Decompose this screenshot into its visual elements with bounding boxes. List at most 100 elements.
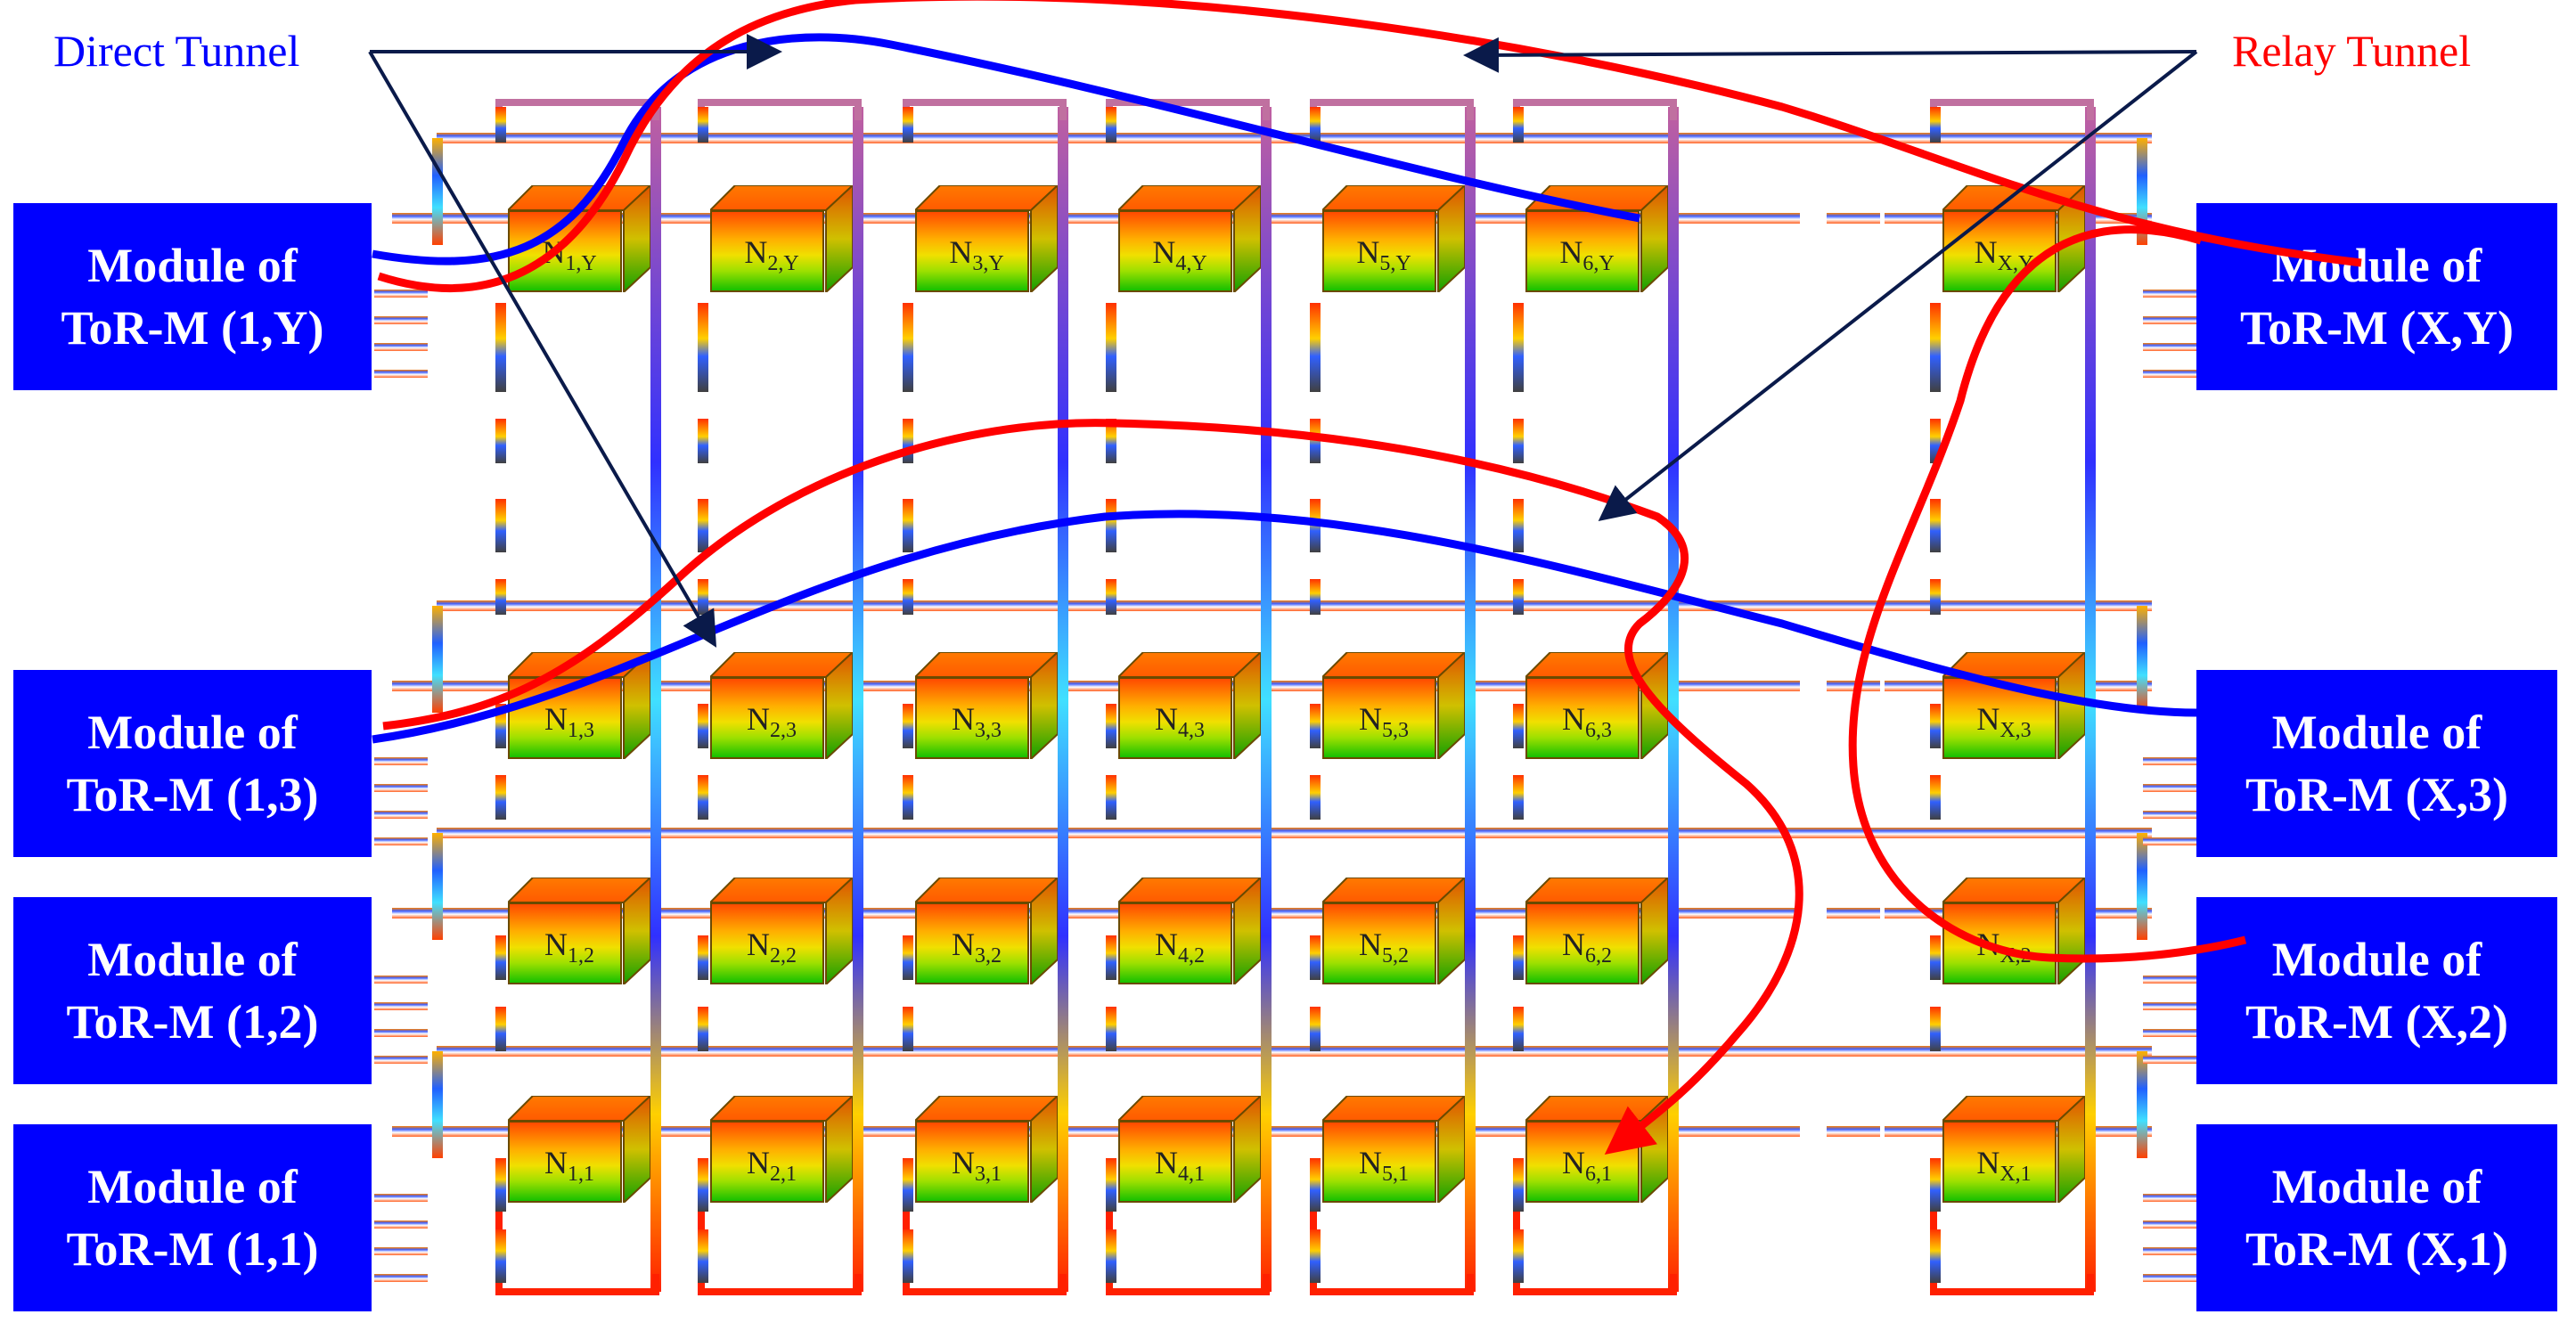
node-cube-faces — [508, 185, 650, 292]
node-side-face — [1030, 185, 1058, 292]
node-side-face — [1030, 652, 1058, 759]
node-letter: N — [952, 1145, 975, 1180]
node-5-3: N5,3 — [1322, 652, 1465, 759]
node-letter: N — [544, 1145, 568, 1180]
node-letter: N — [1152, 234, 1176, 270]
node-3-3: N3,3 — [915, 652, 1058, 759]
node-2-Y: N2,Y — [710, 185, 853, 292]
node-label: N4,2 — [1127, 926, 1232, 968]
vertical-dash-connector — [1106, 775, 1116, 820]
bus-left-stub — [432, 833, 443, 940]
vertical-dash-connector — [1310, 419, 1321, 463]
node-3-2: N3,2 — [915, 878, 1058, 984]
node-front-face — [1322, 902, 1436, 984]
module-stub — [2143, 976, 2196, 984]
node-label: N1,3 — [517, 700, 622, 743]
module-id-line: ToR-M (X,Y) — [2240, 301, 2514, 355]
node-side-face — [2057, 652, 2085, 759]
bus-right-stub — [2137, 606, 2147, 713]
node-cube-faces — [710, 652, 853, 759]
bus-left-stub — [432, 1051, 443, 1158]
vertical-dash-connector — [495, 1007, 506, 1051]
node-label: N1,1 — [517, 1144, 622, 1187]
node-front-face — [1118, 902, 1232, 984]
vertical-dash-connector — [698, 499, 708, 552]
relay-label-arrow-left — [1463, 37, 2197, 73]
vertical-dash-connector — [698, 419, 708, 463]
vertical-dash-connector — [1310, 775, 1321, 820]
node-letter: N — [1974, 234, 1998, 270]
vertical-dash-connector — [1930, 1007, 1941, 1051]
bus-dash — [1666, 213, 1720, 224]
node-label: N3,Y — [924, 233, 1029, 276]
node-front-face — [1525, 902, 1640, 984]
vertical-dash-connector — [1310, 704, 1321, 748]
direct-label-arrow-down — [368, 50, 717, 648]
node-cube-faces — [710, 878, 853, 984]
vertical-column-line — [853, 107, 863, 1292]
vertical-dash-connector — [1513, 107, 1524, 143]
module-title-line: Module of — [2271, 1160, 2482, 1213]
node-letter: N — [952, 701, 975, 737]
vertical-dash-connector — [903, 1229, 913, 1283]
vertical-dash-connector — [1106, 303, 1116, 392]
node-label: N4,3 — [1127, 700, 1232, 743]
relay-label-arrow-down — [1598, 50, 2198, 521]
vertical-dash-connector — [1310, 935, 1321, 980]
vertical-dash-connector — [1930, 1158, 1941, 1212]
module-stub — [374, 1274, 428, 1282]
module-stub — [2143, 1274, 2196, 1282]
vertical-dash-connector — [903, 1158, 913, 1212]
node-front-face — [1118, 677, 1232, 759]
node-5-1: N5,1 — [1322, 1096, 1465, 1203]
bus-left-stub — [432, 606, 443, 713]
node-front-face — [915, 210, 1029, 292]
vertical-dash-connector — [1513, 935, 1524, 980]
node-subscript: 3,3 — [975, 719, 1002, 742]
node-side-face — [825, 1096, 853, 1203]
node-cube-faces — [1118, 1096, 1261, 1203]
vertical-dash-connector — [1930, 1229, 1941, 1283]
vertical-dash-connector — [698, 935, 708, 980]
node-cube-faces — [710, 185, 853, 292]
node-side-face — [1233, 1096, 1261, 1203]
node-front-face — [1942, 902, 2057, 984]
node-2-1: N2,1 — [710, 1096, 853, 1203]
module-stub — [2143, 316, 2196, 324]
node-subscript: X,3 — [1999, 719, 2032, 742]
vertical-dash-connector — [1930, 704, 1941, 748]
vertical-dash-connector — [1310, 303, 1321, 392]
module-title-line: Module of — [2271, 239, 2482, 292]
node-side-face — [825, 185, 853, 292]
node-front-face — [508, 902, 622, 984]
node-label: NX,1 — [1951, 1144, 2057, 1187]
module-stub — [2143, 784, 2196, 792]
node-subscript: 3,2 — [975, 944, 1002, 968]
bus-dash — [1666, 1126, 1720, 1137]
node-side-face — [623, 878, 650, 984]
vertical-dash-connector — [698, 107, 708, 143]
node-letter: N — [544, 927, 568, 962]
module-stub — [2143, 757, 2196, 765]
node-cube-faces — [915, 652, 1058, 759]
module-stub — [2143, 1002, 2196, 1010]
vertical-dash-connector — [1930, 775, 1941, 820]
vertical-dash-connector — [1106, 1229, 1116, 1283]
node-letter: N — [1562, 1145, 1585, 1180]
bus-dash — [1746, 1126, 1800, 1137]
module-stub — [374, 1194, 428, 1202]
vertical-dash-connector — [1513, 1007, 1524, 1051]
node-label: N2,3 — [719, 700, 824, 743]
node-letter: N — [747, 701, 770, 737]
node-letter: N — [747, 927, 770, 962]
bus-right-stub — [2137, 1051, 2147, 1158]
vertical-dash-connector — [495, 303, 506, 392]
node-label: N6,1 — [1534, 1144, 1640, 1187]
vertical-dash-connector — [698, 1158, 708, 1212]
vertical-dash-connector — [1513, 303, 1524, 392]
node-4-1: N4,1 — [1118, 1096, 1261, 1203]
node-front-face — [1942, 210, 2057, 292]
